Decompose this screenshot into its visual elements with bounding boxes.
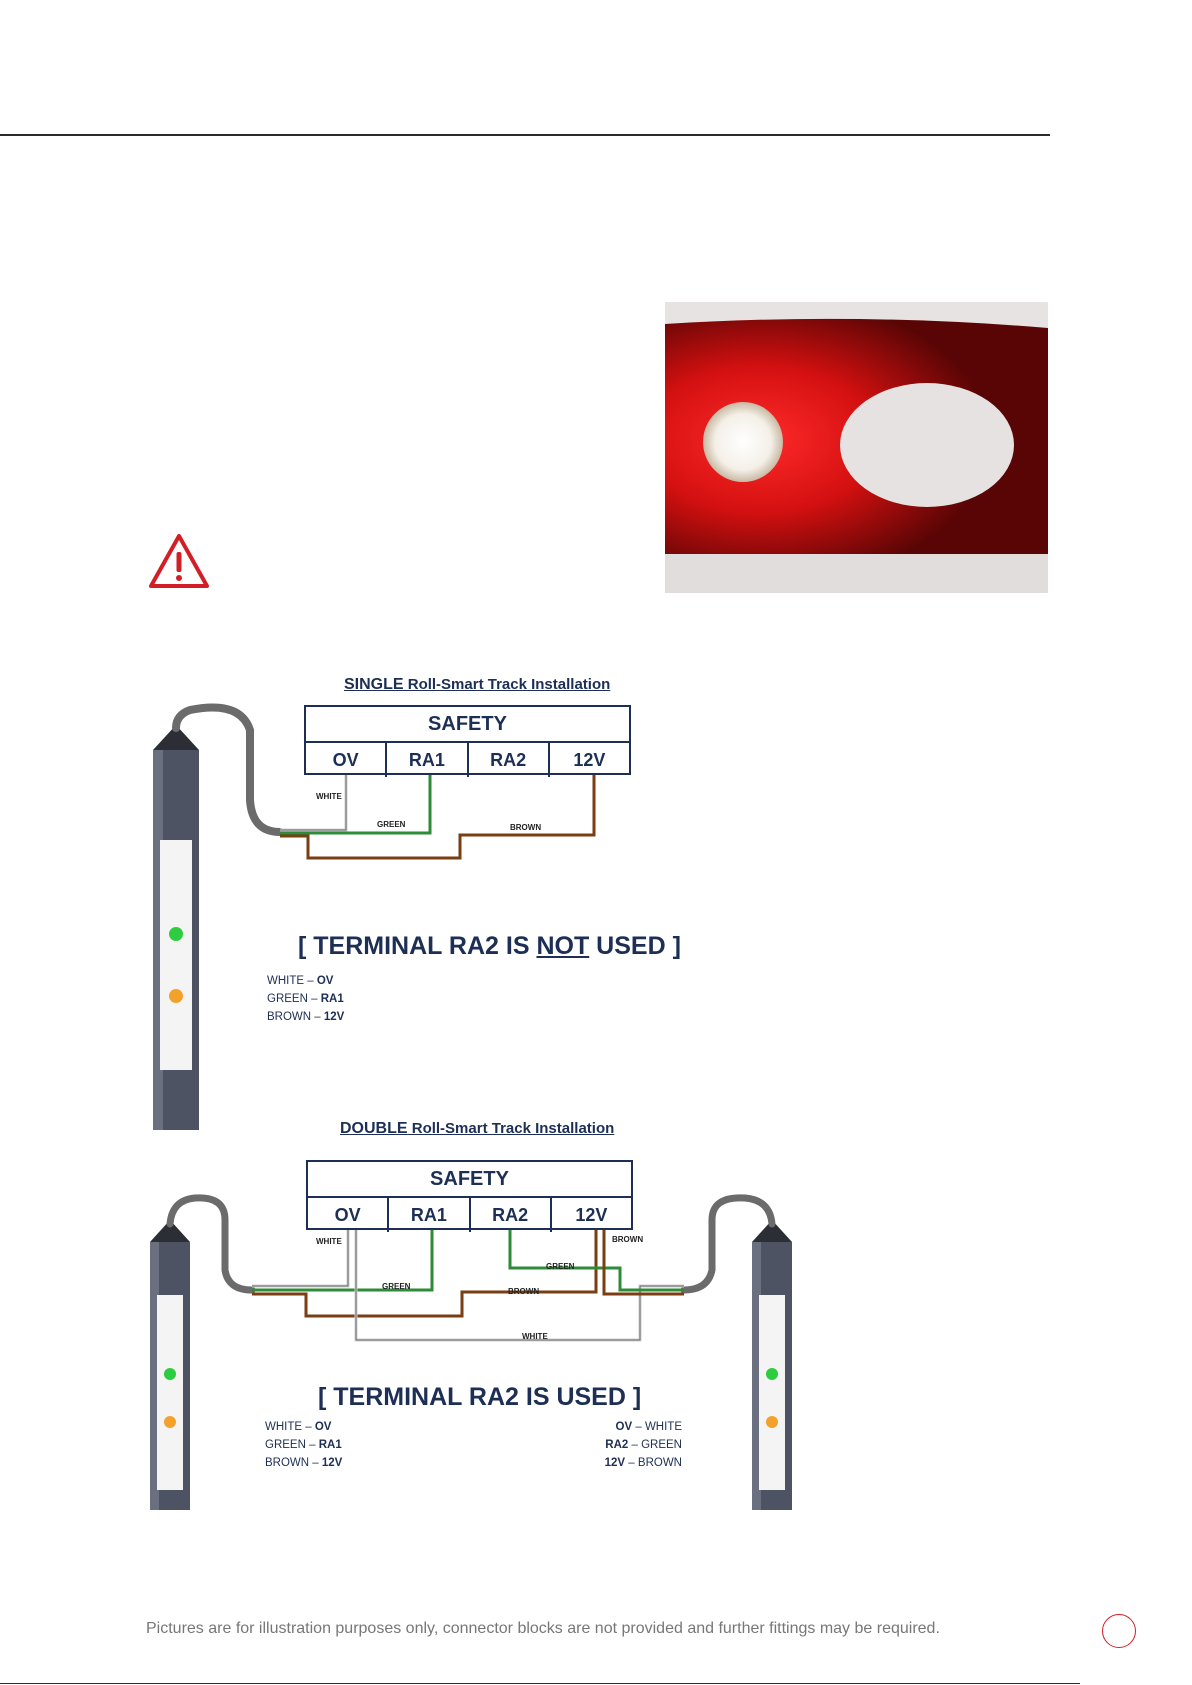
double-wire-label-white-bottom: WHITE bbox=[522, 1332, 548, 1341]
double-safety-block: SAFETY OV RA1 RA2 12V bbox=[306, 1160, 633, 1232]
single-safety-header: SAFETY bbox=[306, 707, 629, 743]
header-rule bbox=[0, 134, 1050, 136]
legend-item: RA2 – GREEN bbox=[605, 1439, 682, 1451]
single-wire-label-white: WHITE bbox=[316, 792, 342, 801]
warning-triangle-icon bbox=[147, 532, 211, 590]
double-ra2-note: [ TERMINAL RA2 IS USED ] bbox=[318, 1383, 642, 1411]
single-wire-legend: WHITE – OV GREEN – RA1 BROWN – 12V bbox=[267, 972, 344, 1026]
single-terminal-ov: OV bbox=[306, 743, 388, 777]
double-wire-label-green-left: GREEN bbox=[382, 1282, 411, 1291]
double-wire-legend-left: WHITE – OV GREEN – RA1 BROWN – 12V bbox=[265, 1418, 342, 1472]
legend-item: BROWN – 12V bbox=[267, 1011, 345, 1023]
double-right-sensor-bar bbox=[752, 1220, 792, 1510]
single-ra2-note: [ TERMINAL RA2 IS NOT USED ] bbox=[298, 932, 681, 960]
single-terminal-ra2: RA2 bbox=[469, 743, 550, 777]
double-wire-legend-right: OV – WHITE RA2 – GREEN 12V – BROWN bbox=[602, 1418, 682, 1472]
double-terminal-ra2: RA2 bbox=[471, 1198, 552, 1232]
legend-item: GREEN – RA1 bbox=[267, 993, 344, 1005]
footer-rule bbox=[0, 1683, 1080, 1684]
led-photo bbox=[665, 302, 1048, 593]
single-terminal-12v: 12V bbox=[573, 750, 606, 770]
single-safety-block: SAFETY OV RA1 RA2 12V bbox=[304, 705, 631, 777]
legend-item: OV – WHITE bbox=[615, 1421, 682, 1433]
double-wire-label-green-right: GREEN bbox=[546, 1262, 575, 1271]
legend-item: WHITE – OV bbox=[265, 1421, 332, 1433]
legend-item: 12V – BROWN bbox=[604, 1457, 682, 1469]
footer-disclaimer: Pictures are for illustration purposes o… bbox=[146, 1620, 940, 1637]
legend-item: BROWN – 12V bbox=[265, 1457, 343, 1469]
single-diagram-title: SINGLE Roll-Smart Track Installation bbox=[344, 676, 611, 693]
double-left-sensor-bar bbox=[150, 1220, 190, 1510]
double-wire-label-brown-mid: BROWN bbox=[508, 1287, 540, 1296]
single-terminal-ra1: RA1 bbox=[387, 743, 469, 777]
single-sensor-bar bbox=[153, 725, 199, 1130]
double-safety-header: SAFETY bbox=[308, 1162, 631, 1198]
double-terminal-ov: OV bbox=[308, 1198, 390, 1232]
legend-item: GREEN – RA1 bbox=[265, 1439, 342, 1451]
page-number-circle bbox=[1102, 1614, 1136, 1648]
double-wire-label-brown-right: BROWN bbox=[612, 1235, 644, 1244]
double-diagram-title: DOUBLE Roll-Smart Track Installation bbox=[340, 1120, 615, 1137]
single-wire-label-green: GREEN bbox=[377, 820, 406, 829]
single-wire-label-brown: BROWN bbox=[510, 823, 542, 832]
double-terminal-12v: 12V bbox=[575, 1205, 608, 1225]
double-wire-label-white-left: WHITE bbox=[316, 1237, 342, 1246]
legend-item: WHITE – OV bbox=[267, 975, 334, 987]
double-terminal-ra1: RA1 bbox=[389, 1198, 471, 1232]
